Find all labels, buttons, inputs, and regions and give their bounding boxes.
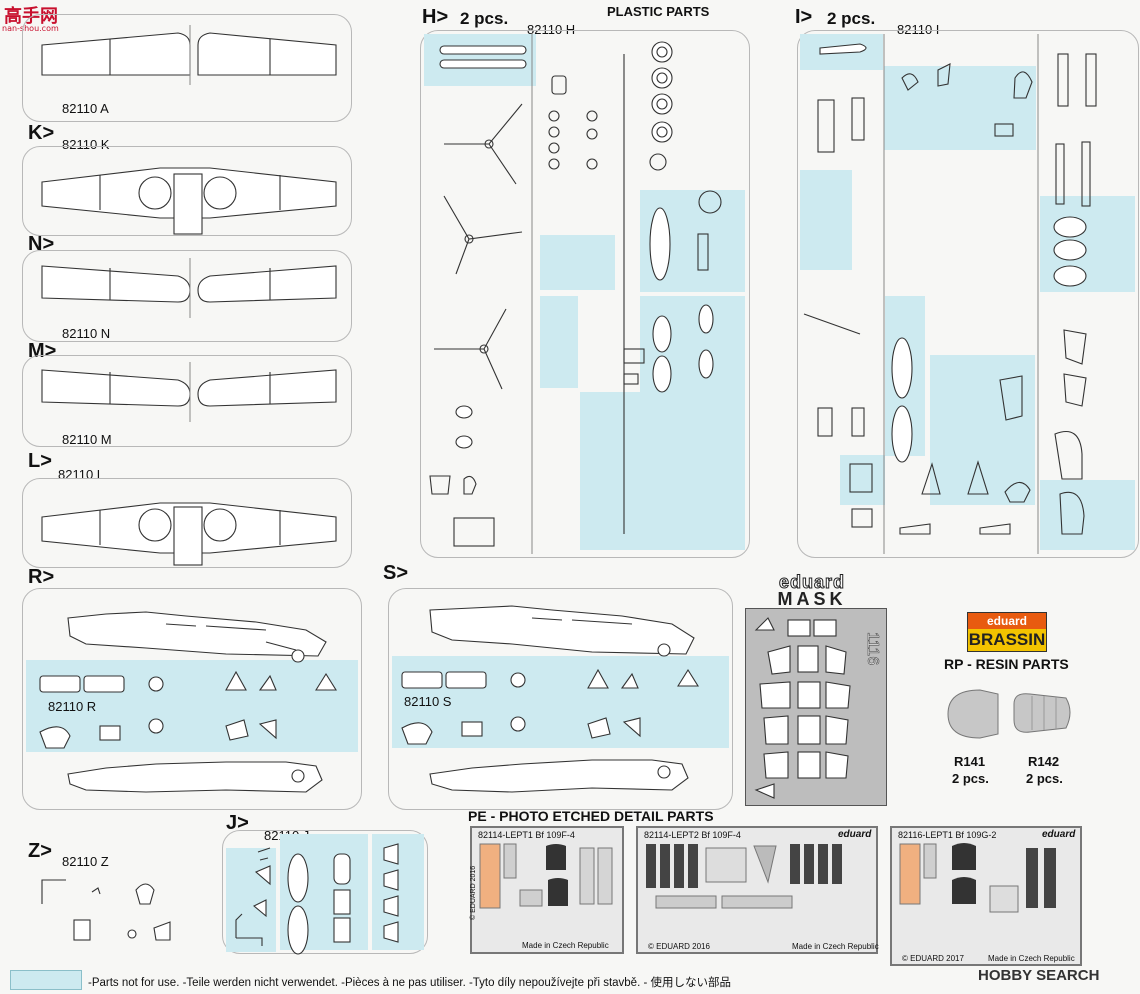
sprue-j-parts xyxy=(235,843,399,955)
resin-parts-drawing xyxy=(947,689,1071,739)
sprue-l-frame xyxy=(22,478,352,568)
sprue-n-frame xyxy=(22,250,352,342)
sprue-i-parts xyxy=(803,34,1097,554)
sprue-z-parts xyxy=(41,879,171,941)
sprue-z-letter: Z> xyxy=(28,840,52,862)
sprue-r-code: 82110 R xyxy=(48,699,97,714)
sprue-k-parts xyxy=(41,167,337,235)
sprue-i-qty: 2 pcs. xyxy=(827,9,876,28)
pe-plate-1-parts xyxy=(479,843,613,909)
sprue-h-parts xyxy=(429,34,722,554)
pe-heading: PE - PHOTO ETCHED DETAIL PARTS xyxy=(468,808,714,824)
mask-number: 1116 xyxy=(864,632,881,665)
sprue-k-frame xyxy=(22,146,352,236)
resin-part-r141-name: R141 xyxy=(954,754,986,769)
pe-plate-2-brand: eduard xyxy=(838,829,872,840)
mask-brand: eduard xyxy=(778,572,845,593)
sprue-j-letter: J> xyxy=(226,812,249,834)
unused-parts-legend: -Parts not for use. -Teile werden nicht … xyxy=(88,977,731,989)
resin-part-r141-qty: 2 pcs. xyxy=(952,771,989,786)
sprue-n-code: 82110 N xyxy=(62,326,111,341)
sprue-m-frame xyxy=(22,355,352,447)
brassin-logo: eduard BRASSIN xyxy=(967,612,1047,652)
sprue-s-letter: S> xyxy=(383,562,409,584)
plastic-parts-heading: PLASTIC PARTS xyxy=(607,4,710,19)
sprue-i-code: 82110 I xyxy=(897,22,940,37)
sprue-r-letter: R> xyxy=(28,566,55,588)
sprue-n-letter: N> xyxy=(28,233,55,255)
sprue-m-parts xyxy=(41,362,337,422)
mask-title: MASK xyxy=(777,589,847,609)
sprue-r-unused-area xyxy=(26,660,358,752)
sprue-a-frame xyxy=(22,14,352,122)
sprue-i-unused-area xyxy=(1040,480,1135,550)
sprue-h-unused-area xyxy=(540,296,578,388)
pe-plate-3-parts xyxy=(899,843,1056,913)
source-mark: HOBBY SEARCH xyxy=(978,967,1100,984)
pe-plate-3-label: 82116-LEPT1 Bf 109G-2 xyxy=(898,830,997,840)
pe-plate-2-copyright: © EDUARD 2016 xyxy=(648,942,710,951)
sprue-i-frame xyxy=(797,30,1139,558)
sprue-s-code: 82110 S xyxy=(404,694,452,709)
sprue-z-code: 82110 Z xyxy=(62,854,109,869)
pe-plate-2-parts xyxy=(646,844,842,909)
resin-part-r142-name: R142 xyxy=(1028,754,1060,769)
pe-plate-3-footer: Made in Czech Republic xyxy=(988,954,1075,963)
sprue-k-letter: K> xyxy=(28,122,55,144)
sprue-i-unused-area xyxy=(800,170,852,270)
pe-plate-1-footer: Made in Czech Republic xyxy=(522,941,609,950)
sprue-h-letter: H> xyxy=(422,6,449,28)
sprue-a-code: 82110 A xyxy=(62,101,109,116)
sprue-r-frame xyxy=(22,588,362,810)
pe-plate-1-label: 82114-LEPT1 Bf 109F-4 xyxy=(478,830,575,840)
pe-plate-2-footer: Made in Czech Republic xyxy=(792,942,879,951)
sprue-l-letter: L> xyxy=(28,450,52,472)
sprue-i-unused-area xyxy=(930,355,1035,505)
mask-heading: eduard MASK xyxy=(742,572,882,610)
sprue-h-unused-area xyxy=(540,235,615,290)
mask-sheet-cutouts: 1116 xyxy=(754,617,881,799)
sprue-i-unused-area xyxy=(840,455,885,505)
sprue-h-code: 82110 H xyxy=(527,22,576,37)
pe-plate-3-copyright: © EDUARD 2017 xyxy=(902,954,964,963)
resin-part-r142-qty: 2 pcs. xyxy=(1026,771,1063,786)
sprue-m-code: 82110 M xyxy=(62,432,112,447)
pe-plate-3-brand: eduard xyxy=(1042,829,1076,840)
sprue-n-parts xyxy=(41,258,337,318)
sprue-a-parts xyxy=(41,25,337,85)
sprue-h-unused-area xyxy=(580,392,640,550)
brassin-brand-top: eduard xyxy=(968,613,1046,629)
sprue-s-frame xyxy=(388,588,733,810)
pe-plate-2-label: 82114-LEPT2 Bf 109F-4 xyxy=(644,830,741,840)
sprue-i-letter: I> xyxy=(795,6,813,28)
resin-parts-heading: RP - RESIN PARTS xyxy=(944,656,1069,672)
sprue-k-code: 82110 K xyxy=(62,137,110,152)
sprue-l-parts xyxy=(41,502,337,566)
sprue-h-frame xyxy=(420,30,750,558)
sprue-s-unused-area xyxy=(392,656,729,748)
brassin-brand-bottom: BRASSIN xyxy=(968,629,1046,651)
unused-parts-swatch xyxy=(10,970,82,990)
sprue-s-parts xyxy=(401,605,699,793)
sprue-h-qty: 2 pcs. xyxy=(460,9,509,28)
sprue-r-parts xyxy=(39,611,337,793)
sprue-j-unused-area xyxy=(226,848,276,952)
sprue-j-frame xyxy=(222,830,428,954)
